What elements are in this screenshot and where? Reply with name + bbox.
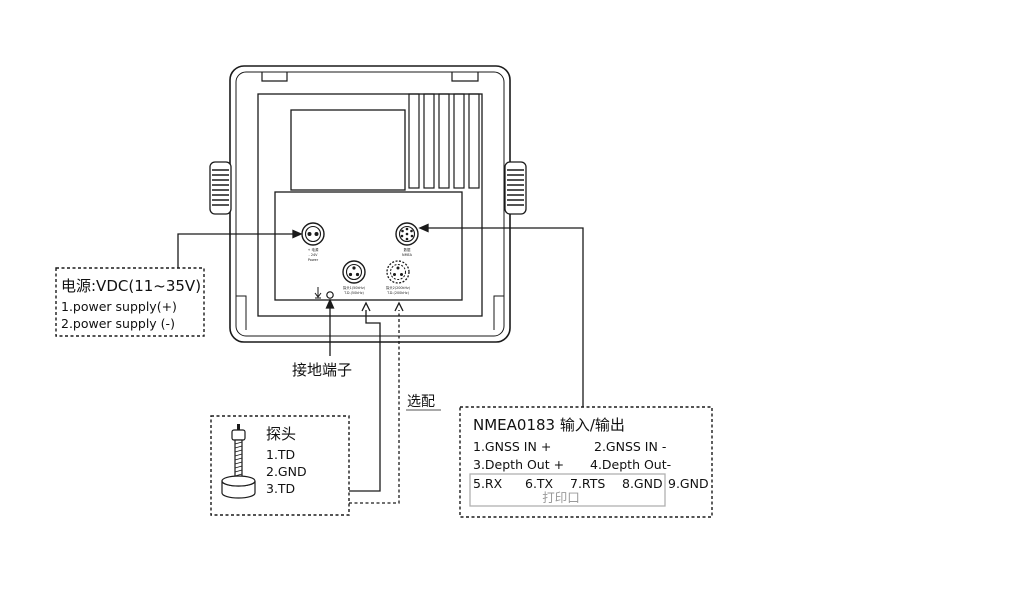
probe1-wire: [349, 310, 381, 492]
knob-left: [209, 161, 232, 215]
top-tab-left: [261, 72, 288, 82]
power-wire: [177, 233, 293, 268]
housing-inner: [235, 71, 505, 337]
ground-label: 接地端子: [292, 361, 352, 379]
print-pin-7: 7.RTS: [570, 476, 605, 491]
print-pin-8: 8.GND: [622, 476, 663, 491]
ground-arrow: [325, 298, 335, 309]
print-pin-5: 5.RX: [473, 476, 503, 491]
probe-box-title: 探头: [266, 425, 296, 443]
screen-window: [290, 109, 406, 191]
power-box: [55, 267, 205, 337]
probe-box: [210, 415, 350, 516]
nmea-row1-right: 2.GNSS IN -: [594, 439, 666, 454]
notch-right: [493, 295, 504, 330]
probe2-connector-label-2: T.D.(200kHz): [386, 291, 410, 295]
print-port-label: 打印口: [542, 490, 580, 505]
probe-line-2: 2.GND: [266, 464, 307, 479]
face-panel: [257, 93, 483, 317]
power-box-title: 电源:VDC(11~35V): [61, 277, 201, 295]
probe-line-1: 1.TD: [266, 447, 295, 462]
nmea-row1-left: 1.GNSS IN +: [473, 439, 551, 454]
power-line-2: 2.power supply (-): [61, 316, 175, 331]
top-tab-right: [451, 72, 479, 82]
power-line-1: 1.power supply(+): [61, 299, 177, 314]
nmea-row2-left: 3.Depth Out +: [473, 457, 564, 472]
print-port-box: [469, 473, 666, 507]
device-housing: [229, 65, 511, 343]
nmea-connector-label-2: NMEA: [402, 253, 413, 257]
probe1-connector: [342, 260, 366, 284]
power-connector-label-2: - 24V: [309, 253, 319, 257]
probe2-arrow: [394, 301, 404, 312]
wires: [177, 223, 584, 504]
power-connector-label-1: + 电源: [308, 247, 319, 252]
knob-right: [504, 161, 527, 215]
nmea-connector-label-1: 数据: [404, 247, 411, 252]
probe2-wire: [349, 310, 400, 504]
probe1-connector-label-1: 探头1(50kHz): [343, 285, 366, 290]
power-connector-label-3: Power: [308, 258, 319, 262]
power-connector: [301, 222, 325, 246]
probe-line-3: 3.TD: [266, 481, 295, 496]
notch-left: [236, 295, 247, 330]
optional-label: 选配: [407, 394, 435, 410]
print-pin-9: 9.GND: [668, 476, 709, 491]
power-arrow: [292, 229, 303, 239]
nmea-row2-right: 4.Depth Out-: [590, 457, 671, 472]
probe2-connector-label-1: 探头2(200kHz): [386, 285, 411, 290]
ground-terminal: [314, 287, 334, 299]
nmea-wire: [428, 227, 584, 407]
vent-slots: [408, 93, 480, 189]
nmea-box-title: NMEA0183 输入/输出: [473, 416, 625, 434]
connector-plate: [274, 191, 463, 301]
print-pin-6: 6.TX: [525, 476, 554, 491]
probe1-connector-label-2: T.D.(50kHz): [343, 291, 364, 295]
nmea-arrow: [418, 223, 429, 233]
probe2-connector: [386, 260, 410, 284]
nmea-connector: [395, 222, 419, 246]
probe1-arrow: [361, 301, 371, 312]
transducer-icon: [221, 424, 256, 499]
